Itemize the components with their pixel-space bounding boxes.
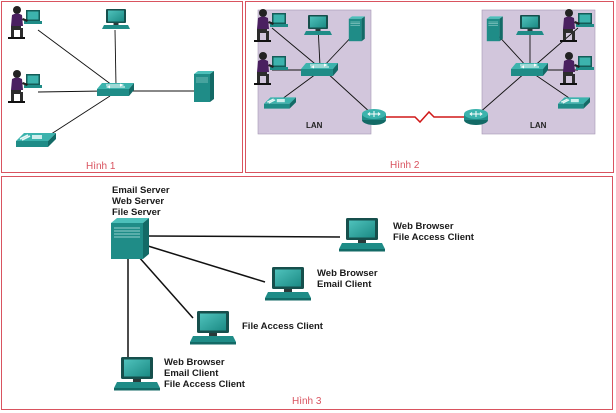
router-icon	[463, 108, 489, 126]
switch-icon	[510, 62, 549, 77]
pc-icon	[265, 267, 311, 301]
client-c-label: File Access Client	[242, 321, 324, 332]
router-icon	[361, 108, 387, 126]
switch-icon	[300, 62, 339, 77]
figure-2-two-lans: LAN LAN Hình 2	[254, 9, 596, 171]
pc-icon	[102, 9, 130, 29]
user-workstation-icon	[8, 6, 42, 39]
server-icon	[110, 217, 150, 260]
wan-link	[385, 110, 465, 124]
figure-3-client-server: Email Server Web Server File Server Web …	[110, 185, 475, 407]
lan-right-label: LAN	[530, 121, 547, 130]
server-label: Email Server Web Server File Server	[112, 185, 172, 218]
ip-phone-icon	[15, 132, 57, 148]
ip-phone-icon	[263, 96, 297, 110]
pc-icon	[516, 15, 544, 35]
pc-icon	[339, 218, 385, 252]
pc-icon	[114, 357, 160, 391]
pc-icon	[190, 311, 236, 345]
client-a-label: Web Browser File Access Client	[393, 221, 475, 243]
server-icon	[193, 70, 215, 103]
server-icon	[486, 16, 504, 42]
figure-1-caption: Hình 1	[86, 161, 116, 172]
user-workstation-icon	[8, 70, 42, 103]
figure-2-caption: Hình 2	[390, 160, 420, 171]
server-icon	[348, 16, 366, 42]
pc-icon	[304, 15, 332, 35]
client-d-label: Web Browser Email Client File Access Cli…	[164, 357, 246, 390]
figure-1-star-topology: Hình 1	[8, 6, 215, 172]
ip-phone-icon	[557, 96, 591, 110]
figure-3-caption: Hình 3	[292, 396, 322, 407]
lan-left-label: LAN	[306, 121, 323, 130]
switch-icon	[96, 82, 135, 97]
client-b-label: Web Browser Email Client	[317, 268, 380, 290]
